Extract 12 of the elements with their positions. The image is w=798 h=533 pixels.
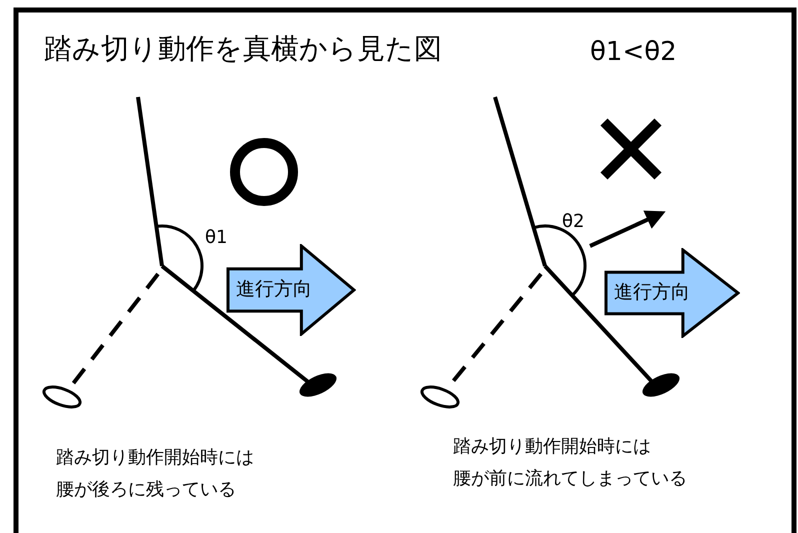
caption-text: 腰が前に流れてしまっている: [453, 469, 687, 489]
arrow-label: 進行方向: [236, 280, 312, 299]
block-arrow: [226, 244, 356, 336]
arrow-label: 進行方向: [614, 283, 690, 302]
title: 踏み切り動作を真横から見た図: [44, 34, 442, 65]
caption-text: 踏み切り動作開始時には: [56, 448, 254, 468]
caption-text: 踏み切り動作開始時には: [453, 437, 651, 457]
angle-label: θ1: [205, 228, 228, 248]
angle-label: θ2: [562, 212, 584, 232]
block-arrow: [604, 248, 740, 338]
comparison-label: θ1<θ2: [590, 38, 677, 67]
caption-text: 腰が後ろに残っている: [56, 480, 236, 500]
